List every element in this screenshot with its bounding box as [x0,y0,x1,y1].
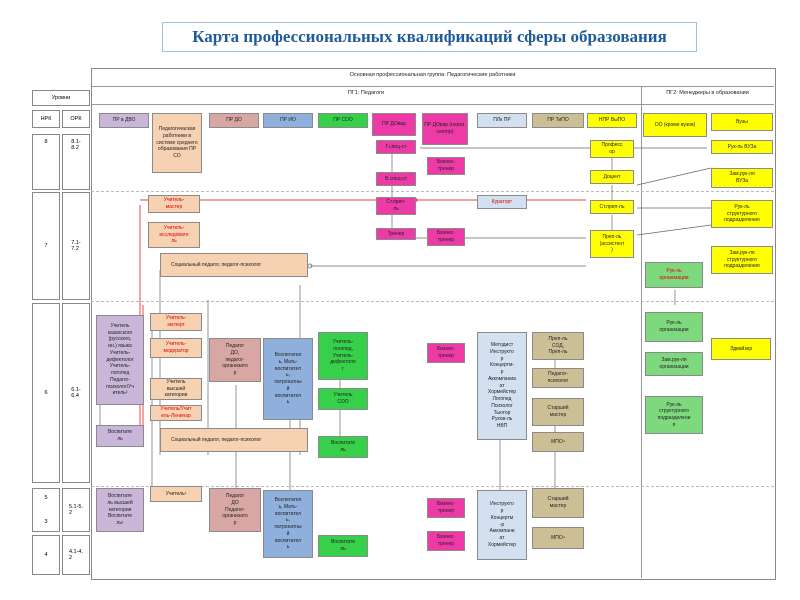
box-teacher-highest: Учитель высшей категории [150,378,202,400]
box-st-prep: Ст.преп- ль [376,197,416,215]
box-v-spec: В.спец-ст [376,172,416,186]
box-tipo-3: Старший мастер [532,398,584,426]
box-plk-5: Инструкто р Концертм -р Аккомпани ат Хор… [477,490,527,560]
box-teacher-small: Учитель/Учит ель-Ленинар [150,405,202,421]
box-teacher-master: Учитель- мастер [148,195,200,213]
box-prep-assistant: Преп-ль (ассистент ) [590,230,634,258]
main-group-header: Основная профессиональная группа: Педаго… [349,72,516,78]
col-header-pr-do: ПР ДО [209,113,259,128]
box-plk-6: Методист Инструкто р Концертм- р Аккомпа… [477,332,527,440]
box-edvaizer: Эдвайзер [711,338,771,360]
box-io-5: Воспитател ь, Мать- воспитател ь, патрон… [263,490,313,558]
box-docent: Доцент [590,170,634,184]
box-org-head-red: Рук-ль организации [645,262,703,288]
ork-header: ОРК [62,110,90,128]
box-struct-head: Рук-ль структурного подразделения [711,200,773,228]
box-soo-4: Воспитате ль [318,535,368,557]
box-business-trainer-1: Бизнес- тренер [427,157,465,175]
box-teacher-list: Учитель казахского (русского, ин.) языка… [96,315,144,405]
box-educator-5: Воспитате ль высшей категории Воспитате … [96,488,144,532]
pg1-header: ПГ1: Педагоги [347,90,385,96]
pg-divider [641,86,642,578]
box-pdo-6: Педагог ДО, педагог- организато р [209,338,261,382]
col-header-pr-io: ПР ИО [263,113,313,128]
header-divider [91,86,774,87]
header-divider-2 [91,104,774,105]
level-separator-7-6 [91,301,774,302]
ork-level-7: 7.1- 7.2 [62,192,90,300]
box-tipo-5: Старший мастер [532,488,584,518]
box-soo-6a: Учитель- логопед, Учитель- дефектоло г [318,332,368,380]
nrk-level-7: 7 [32,192,60,300]
box-soo-6c: Воспитате ль [318,436,368,458]
box-rector: Рук-ль ВУЗа [711,140,773,154]
box-business-trainer-4: Бизнес- тренер [427,498,465,518]
box-teacher-expert: Учитель- эксперт [150,313,202,331]
col-header-pr-so: Педагогичаская работники в системе средн… [152,113,202,173]
box-tipo-4: МПО⁴ [532,432,584,452]
level-separator-8-7 [91,191,774,192]
box-pdo-5: Педагог ДО Педагог- организато р [209,488,261,532]
box-vice-struct: Зам.рук-ля структурного подразделения [711,246,773,274]
ork-level-6: 6.1- 6.4 [62,303,90,483]
box-vice-rector: Зам.рук-ля ВУЗа [711,168,773,188]
box-soo-6b: Учитель СОО [318,388,368,410]
box-business-trainer-5: Бизнес- тренер [427,531,465,551]
col-header-pr-tipo: ПР ТиПО [532,113,584,128]
nrk-level-8: 8 [32,134,60,190]
ork-level-5: 5.1-5. 2 [62,488,90,532]
col-header-npr-vypo: НПР ВыПО [587,113,637,128]
box-teacher-researcher: Учитель- исследовате ль [148,222,200,248]
box-g-spec: Г.спец-ст [376,140,416,154]
box-st-prep-vuz: Ст.преп-ль [590,200,634,214]
box-social-pedagogue-6: Социальный педагог, педагог-психолог [160,428,308,452]
box-io-6: Воспитател ь, Мать- воспитател ь, патрон… [263,338,313,420]
box-social-pedagogue-7: Социальный педагог, педагог-психолог [160,253,308,277]
col-header-oo: ОО (кроме вузов) [643,113,707,137]
pg2-header: ПГ2: Менеджеры в образовании [666,90,749,96]
box-teacher-moderator: Учитель- модератор [150,338,202,358]
box-vice-org: Зам.рук-ля организации [645,352,703,376]
col-header-pr-soo: ПР СОО [318,113,368,128]
box-trainer: Тренер [376,228,416,240]
col-header-plk-pr: ПЛк ПР [477,113,527,128]
box-tipo-6: МПО⁴ [532,527,584,549]
box-tipo-1: Преп-ль СОД, Преп-ль [532,332,584,360]
box-struct-head-2: Рук-ль структурного подразделени я [645,396,703,434]
col-header-vuzy: Вузы [711,113,773,131]
box-educator-6: Воспитате ль [96,425,144,447]
nrk-level-5: 5 3 [32,488,60,532]
ork-level-4: 4.1-4. 2 [62,535,90,575]
level-separator-6-5 [91,486,774,487]
box-business-trainer-3: Бизнес- тренер [427,343,465,363]
box-teacher-5: Учитель¹ [150,486,202,502]
box-org-head: Рук-ль организации [645,312,703,342]
box-professor: Професс ор [590,140,634,158]
diagram-frame [91,68,776,580]
nrk-level-6: 6 [32,303,60,483]
col-header-pr-dovar: ПР ДОвар [372,113,416,136]
col-header-pr-dovar-nerez: ПР ДОвар (нерез. сектор) [422,113,468,145]
nrk-level-4: 4 [32,535,60,575]
nrk-header: НРК [32,110,60,128]
levels-header: Уровни [32,90,90,106]
box-business-trainer-2: Бизнес- тренер [427,228,465,246]
page-title: Карта профессиональных квалификаций сфер… [162,22,697,52]
box-tipo-2: Педагог- психолог [532,368,584,388]
col-header-pr-dvo: ПР в ДВО [99,113,149,128]
box-curator: Куратор⁵ [477,195,527,209]
ork-level-8: 8.1- 8.2 [62,134,90,190]
